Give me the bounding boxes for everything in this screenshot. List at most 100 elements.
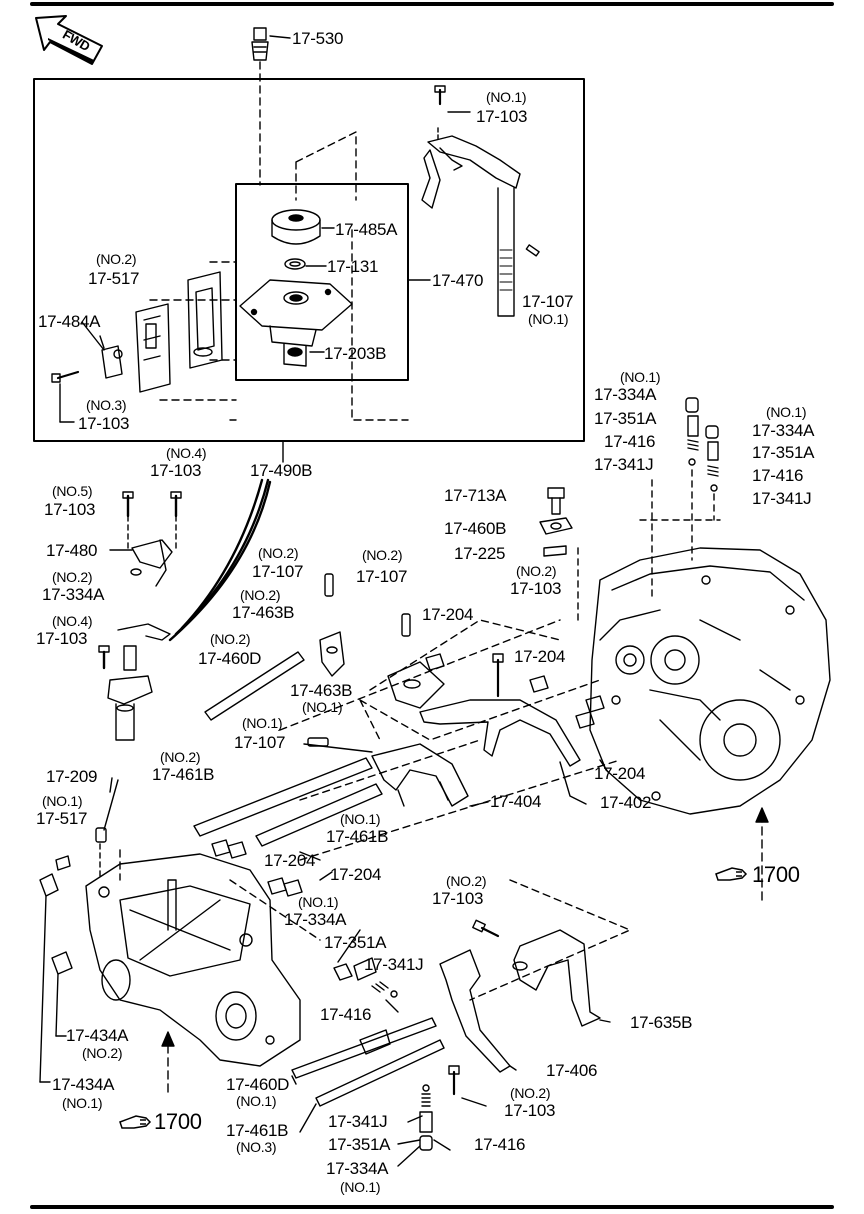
part-shift-fork-17-404 (371, 743, 469, 807)
label-no4-a: (NO.4) (166, 445, 207, 461)
label-17-490B: 17-490B (250, 461, 313, 480)
label-17-204-c: 17-204 (594, 764, 646, 783)
label-17-204-d: 17-204 (264, 851, 316, 870)
label-no2-b: (NO.2) (52, 569, 93, 585)
part-17-713A-bolt (539, 487, 573, 557)
label-no3-a: (NO.3) (86, 397, 127, 413)
label-17-484A: 17-484A (38, 312, 101, 331)
label-17-131: 17-131 (327, 257, 379, 276)
label-17-341J-a: 17-341J (594, 455, 654, 474)
label-17-107-c: 17-107 (356, 567, 408, 586)
part-shift-fork-17-402 (419, 653, 581, 767)
label-17-107-b: 17-107 (252, 562, 304, 581)
label-17-334A-d: 17-334A (284, 910, 347, 929)
label-no2-i: (NO.2) (446, 873, 487, 889)
label-17-463B-a: 17-463B (232, 603, 295, 622)
label-17-461B-b: 17-461B (326, 827, 389, 846)
assembly-box-17-490B (33, 78, 585, 442)
label-no4-b: (NO.4) (52, 613, 93, 629)
label-no1-g: (NO.1) (42, 793, 83, 809)
label-17-103-g: 17-103 (432, 889, 484, 908)
label-17-103-h: 17-103 (504, 1101, 556, 1120)
label-17-107-d: 17-107 (234, 733, 286, 752)
label-17-103-c: 17-103 (150, 461, 202, 480)
part-17-485A-cap (271, 209, 335, 245)
label-no2-g: (NO.2) (210, 631, 251, 647)
label-17-402: 17-402 (600, 793, 652, 812)
label-17-460D-b: 17-460D (226, 1075, 290, 1094)
label-17-103-d: 17-103 (44, 500, 96, 519)
label-17-203B: 17-203B (324, 344, 387, 363)
label-17-103-f: 17-103 (510, 579, 562, 598)
label-17-204-e: 17-204 (330, 865, 382, 884)
part-selector-lever-17-480 (98, 491, 182, 741)
label-17-341J-d: 17-341J (328, 1112, 388, 1131)
fwd-arrow-icon (35, 15, 103, 65)
label-ref-1700-right: 1700 (752, 862, 800, 887)
label-no2-h: (NO.2) (160, 749, 201, 765)
label-17-334A-b: 17-334A (594, 385, 657, 404)
label-no1-h: (NO.1) (340, 811, 381, 827)
label-no1-b: (NO.1) (528, 311, 569, 327)
label-no1-f: (NO.1) (242, 715, 283, 731)
label-17-351A-c: 17-351A (324, 933, 387, 952)
pointing-hand-icon (119, 867, 748, 1129)
label-17-470: 17-470 (432, 271, 484, 290)
label-no2-k: (NO.2) (510, 1085, 551, 1101)
label-17-107-a: 17-107 (522, 292, 574, 311)
label-no2-c: (NO.2) (258, 545, 299, 561)
label-no1-a: (NO.1) (486, 89, 527, 105)
label-17-517-b: 17-517 (36, 809, 88, 828)
part-17-131-seal (284, 258, 327, 270)
label-17-480: 17-480 (46, 541, 98, 560)
label-17-334A-e: 17-334A (326, 1159, 389, 1178)
label-17-416-d: 17-416 (474, 1135, 526, 1154)
label-17-461B-a: 17-461B (152, 765, 215, 784)
part-detent-stack-middle (333, 957, 398, 998)
part-17-530-plug (251, 27, 291, 61)
label-17-334A-a: 17-334A (42, 585, 105, 604)
label-no1-i: (NO.1) (298, 894, 339, 910)
part-detent-stack-bottom (419, 1084, 433, 1151)
label-no2-a: (NO.2) (96, 251, 137, 267)
part-shift-fork-17-635B (512, 929, 601, 1027)
label-no2-j: (NO.2) (82, 1045, 123, 1061)
label-17-416-a: 17-416 (604, 432, 656, 451)
label-17-434A-a: 17-434A (66, 1026, 129, 1045)
label-17-713A: 17-713A (444, 486, 507, 505)
label-17-416-c: 17-416 (320, 1005, 372, 1024)
label-17-351A-a: 17-351A (594, 409, 657, 428)
label-17-351A-b: 17-351A (752, 443, 815, 462)
part-interlock-bracket (99, 271, 223, 393)
transmission-case-right (589, 547, 831, 815)
label-17-103-a: 17-103 (476, 107, 528, 126)
label-no1-d: (NO.1) (766, 404, 807, 420)
label-17-460D: 17-460D (198, 649, 262, 668)
label-17-334A-c: 17-334A (752, 421, 815, 440)
label-no3-b: (NO.3) (236, 1139, 277, 1155)
label-17-434A-b: 17-434A (52, 1075, 115, 1094)
label-no2-d: (NO.2) (362, 547, 403, 563)
label-no1-j: (NO.1) (62, 1095, 103, 1111)
label-no1-e: (NO.1) (302, 699, 343, 715)
label-17-341J-c: 17-341J (364, 955, 424, 974)
part-shift-fork-17-463B (319, 631, 445, 709)
label-no5-a: (NO.5) (52, 483, 93, 499)
label-no1-l: (NO.1) (340, 1179, 381, 1195)
label-17-103-b: 17-103 (78, 414, 130, 433)
label-ref-1700-left: 1700 (154, 1109, 202, 1134)
label-17-635B: 17-635B (630, 1013, 693, 1032)
label-no1-c: (NO.1) (620, 369, 661, 385)
label-17-406: 17-406 (546, 1061, 598, 1080)
label-17-225: 17-225 (454, 544, 506, 563)
part-shift-rods (193, 651, 445, 1107)
label-17-461B-c: 17-461B (226, 1121, 289, 1140)
label-17-517-a: 17-517 (88, 269, 140, 288)
label-17-351A-d: 17-351A (328, 1135, 391, 1154)
label-17-463B-b: 17-463B (290, 681, 353, 700)
label-17-204-b: 17-204 (514, 647, 566, 666)
label-17-404: 17-404 (490, 792, 542, 811)
assembly-box-17-470 (235, 183, 409, 381)
label-17-416-b: 17-416 (752, 466, 804, 485)
